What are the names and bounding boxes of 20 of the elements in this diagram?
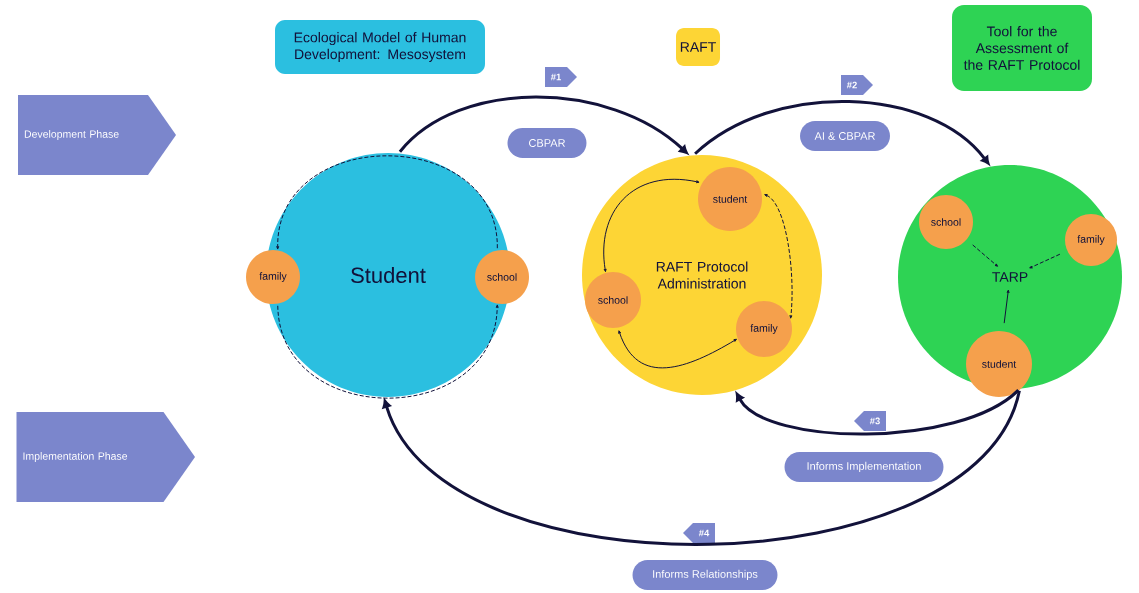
tag-pill: CBPAR — [507, 128, 587, 158]
arrow — [603, 179, 700, 273]
title-box: Ecological Model of Human Development: Mesosystem — [275, 20, 485, 74]
tag-pill: AI & CBPAR — [800, 121, 890, 151]
arrow — [972, 244, 998, 267]
title-box: Tool for the Assessment of the RAFT Protocol — [952, 5, 1092, 91]
title-box: RAFT — [676, 28, 720, 66]
arrow — [764, 194, 793, 319]
arrow — [694, 100, 990, 165]
arrow — [276, 155, 498, 250]
tag-pill: Informs Implementation — [784, 452, 944, 482]
tag-pill: Informs Relationships — [632, 560, 778, 590]
arrow — [277, 304, 499, 399]
arrow — [1029, 253, 1061, 269]
arrow — [382, 390, 1021, 546]
center-label: TARP — [992, 272, 1028, 282]
arrow — [735, 389, 1020, 436]
arrow — [618, 330, 737, 369]
arrow — [398, 95, 688, 155]
arrow — [1003, 289, 1010, 324]
